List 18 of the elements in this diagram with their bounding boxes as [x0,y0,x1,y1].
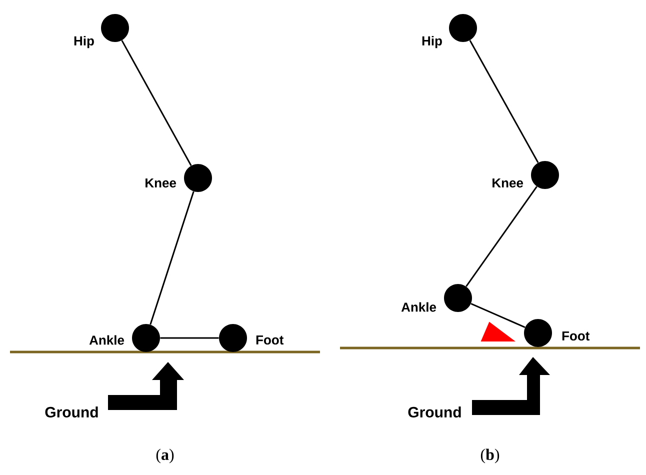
joint-label: Hip [422,36,442,48]
joint-label: Hip [74,36,94,48]
joint-label: Ankle [401,302,436,312]
joint-label: Foot [256,335,284,345]
link-line [160,337,219,339]
joint-label: Ankle [89,335,124,345]
panel-label: (a) [156,448,174,464]
link-line [469,40,539,163]
force-label: Ground [45,406,98,418]
joint-label: Foot [562,331,590,341]
link-line [470,303,526,328]
joint-label: Knee [492,178,524,188]
link-line [150,191,194,325]
joint-label: Knee [146,178,176,188]
link-line [121,40,192,166]
force-label: Ground [408,406,461,418]
link-line [466,186,538,287]
panel-label: (b) [480,448,500,464]
